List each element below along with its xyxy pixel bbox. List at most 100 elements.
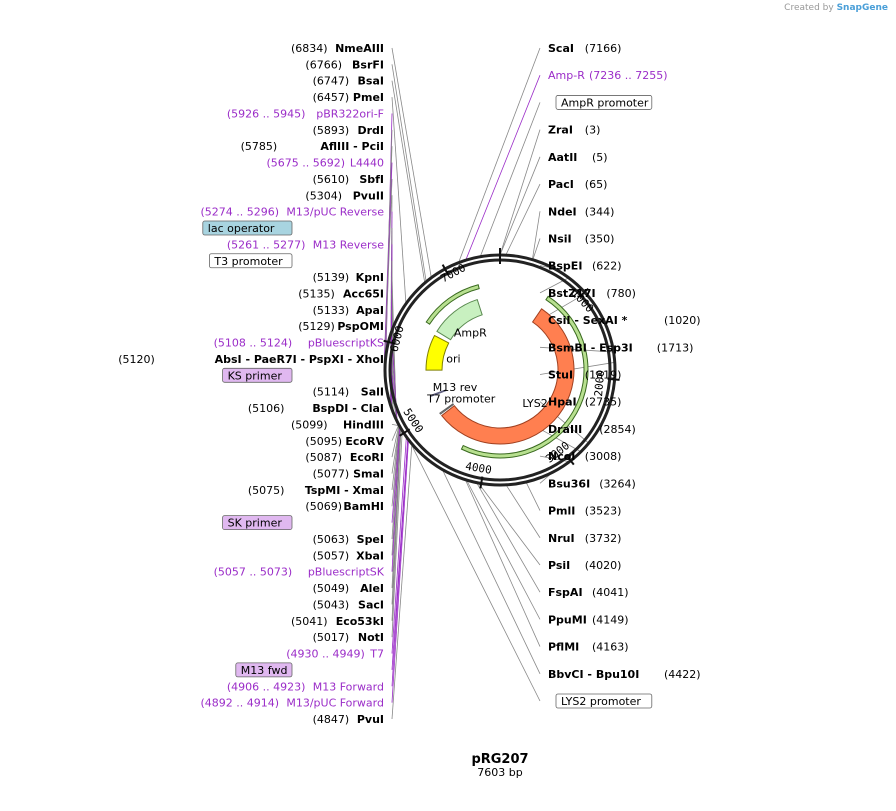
left-label-14: KpnI(5139) xyxy=(313,271,384,284)
leader-line xyxy=(383,162,393,372)
right-label-1: Amp-R(7236 .. 7255) xyxy=(548,69,668,82)
site-position: (4847) xyxy=(313,713,350,726)
site-position: (4163) xyxy=(592,641,629,654)
leader-line xyxy=(391,97,407,303)
leader-line xyxy=(532,211,541,259)
enzyme-name: EcoRV xyxy=(345,435,384,448)
left-label-39: M13 Forward(4906 .. 4923) xyxy=(227,680,384,693)
ring-tick xyxy=(565,454,575,466)
leader-line xyxy=(458,47,541,262)
site-position: (5304) xyxy=(305,189,342,202)
leader-line xyxy=(465,75,541,260)
enzyme-name: ZraI xyxy=(548,124,573,137)
left-label-31: XbaI(5057) xyxy=(313,549,384,562)
left-label-1: BsrFI(6766) xyxy=(305,58,384,71)
feature-name: L4440 xyxy=(350,157,384,170)
leader-line xyxy=(480,102,541,256)
ring-tick xyxy=(607,377,620,381)
left-label-0: NmeAIII (6834) xyxy=(291,42,384,55)
enzyme-name: SpeI xyxy=(357,533,384,546)
ring-tick xyxy=(578,287,589,298)
leader-line xyxy=(465,480,541,647)
left-label-16: ApaI(5133) xyxy=(313,304,384,317)
left-label-30: SpeI(5063) xyxy=(313,533,384,546)
enzyme-name: Bsu36I xyxy=(548,477,590,490)
site-position: (6747) xyxy=(313,75,350,88)
enzyme-name: StuI xyxy=(548,369,573,382)
leader-line xyxy=(478,483,541,566)
leader-line xyxy=(442,470,541,674)
right-label-12: StuI (1819) xyxy=(548,369,621,382)
left-label-3: PmeI(6457) xyxy=(313,91,384,104)
feature-name: pBluescriptSK xyxy=(308,566,385,579)
enzyme-name: EcoRI xyxy=(350,451,384,464)
site-position: (7236 .. 7255) xyxy=(589,69,668,82)
ring-tick xyxy=(399,428,411,437)
site-position: (5139) xyxy=(313,271,350,284)
enzyme-name: PmeI xyxy=(353,91,384,104)
left-label-17: PspOMI(5129) xyxy=(298,320,384,333)
right-label-21: PpuMI(4149) xyxy=(548,613,629,626)
leader-line xyxy=(391,445,413,720)
site-position: (3732) xyxy=(585,532,622,545)
ampr-direction-arc xyxy=(425,284,480,325)
site-position: (5087) xyxy=(305,451,342,464)
ring-tick xyxy=(479,476,484,489)
site-position: (344) xyxy=(585,205,615,218)
site-position: (4041) xyxy=(592,586,629,599)
site-position: (622) xyxy=(592,260,622,273)
boxed-label: KS primer xyxy=(228,369,283,382)
site-position: (4020) xyxy=(585,559,622,572)
enzyme-name: NruI xyxy=(548,532,575,545)
right-label-18: NruI (3732) xyxy=(548,532,621,545)
site-position: (5099) xyxy=(291,418,328,431)
site-position: (5043) xyxy=(313,598,350,611)
enzyme-name: PvuII xyxy=(353,189,384,202)
site-position: (1819) xyxy=(585,369,622,382)
feature-arc xyxy=(436,298,483,341)
site-position: (5785) xyxy=(241,140,278,153)
left-label-28: BamHI(5069) xyxy=(305,500,384,513)
feature-label: M13 rev xyxy=(433,381,478,394)
enzyme-name: XbaI xyxy=(356,549,384,562)
leader-line xyxy=(499,129,541,255)
site-position: (5893) xyxy=(313,124,350,137)
right-label-14: DraIII(2854) xyxy=(548,423,636,436)
enzyme-name: PsiI xyxy=(548,559,570,572)
site-position: (1713) xyxy=(657,341,694,354)
site-position: (5041) xyxy=(291,615,328,628)
site-position: (5926 .. 5945) xyxy=(227,107,306,120)
right-label-17: PmlI(3523) xyxy=(548,505,621,518)
enzyme-name: PpuMI xyxy=(548,613,587,626)
leader-line xyxy=(391,432,403,638)
feature-name: pBR322ori-F xyxy=(316,107,384,120)
site-position: (6834) xyxy=(291,42,328,55)
right-label-22: PflMI(4163) xyxy=(548,641,629,654)
site-position: (5274 .. 5296) xyxy=(200,206,279,219)
left-label-9: PvuII (5304) xyxy=(305,189,384,202)
site-position: (5075) xyxy=(248,484,285,497)
left-label-26: SmaI(5077) xyxy=(313,468,384,481)
right-label-7: NsiI(350) xyxy=(548,232,614,245)
site-position: (350) xyxy=(585,232,615,245)
site-position: (3264) xyxy=(599,477,636,490)
left-label-5: DrdI(5893) xyxy=(313,124,384,137)
enzyme-name: Acc65I xyxy=(343,287,384,300)
site-position: (5106) xyxy=(248,402,285,415)
leader-line xyxy=(391,440,409,687)
enzyme-name: BstZ17I xyxy=(548,287,596,300)
site-position: (5108 .. 5124) xyxy=(214,337,293,350)
left-label-21: SalI(5114) xyxy=(313,386,384,399)
enzyme-name: ScaI xyxy=(548,42,574,55)
leader-line xyxy=(391,80,426,282)
ring-tick-label: 6000 xyxy=(388,324,407,353)
leader-line xyxy=(532,238,541,259)
enzyme-name: NmeAIII xyxy=(335,42,384,55)
right-label-9: BstZ17I(780) xyxy=(548,287,636,300)
enzyme-name: AflIII - PciI xyxy=(320,140,384,153)
leader-line xyxy=(391,427,400,474)
ring-tick-label: 5000 xyxy=(401,406,426,435)
site-position: (5049) xyxy=(313,582,350,595)
site-position: (5135) xyxy=(298,287,335,300)
enzyme-name: BsrFI xyxy=(352,58,384,71)
